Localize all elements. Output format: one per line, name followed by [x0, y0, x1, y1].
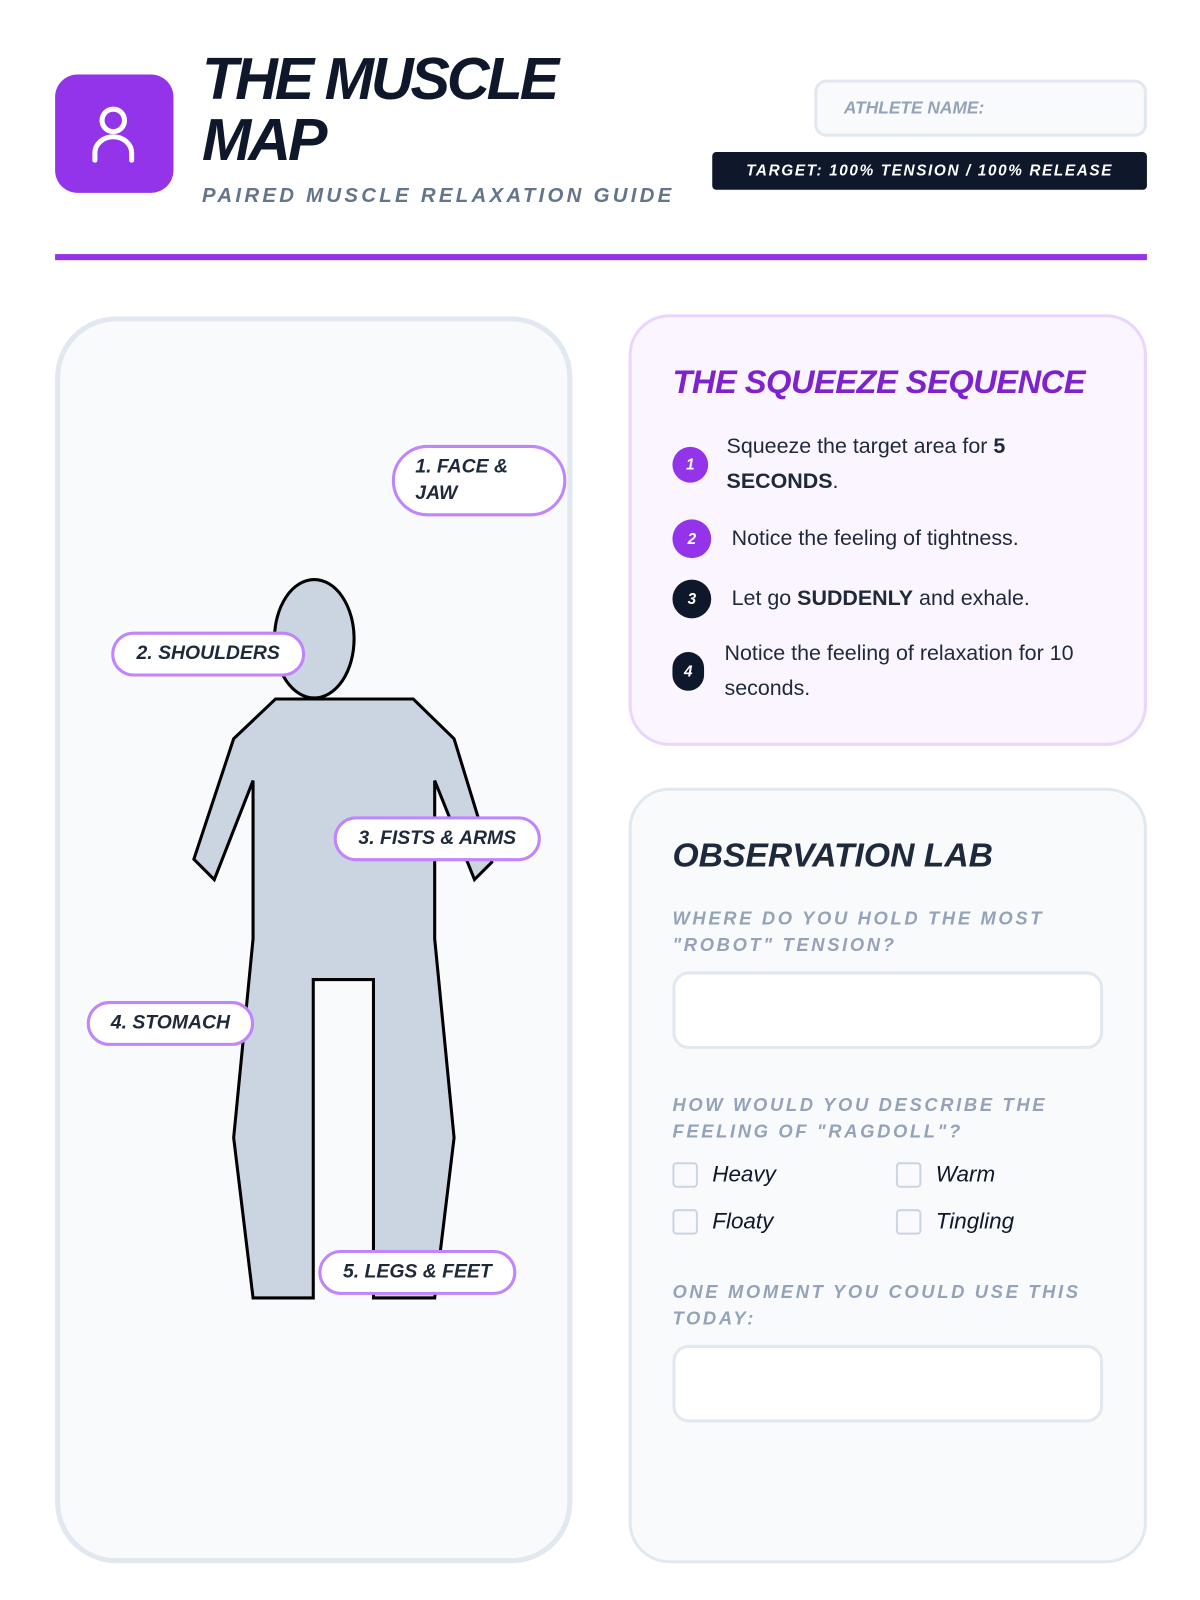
- step-3: 3 Let go SUDDENLY and exhale.: [672, 579, 1119, 619]
- question-moment-today: ONE MOMENT YOU COULD USE THIS TODAY:: [672, 1281, 1081, 1329]
- label-legs-feet[interactable]: 5. LEGS & FEET: [318, 1249, 517, 1295]
- checkbox-box[interactable]: [895, 1208, 922, 1235]
- step-number: 3: [672, 579, 712, 619]
- observation-title: OBSERVATION LAB: [672, 835, 993, 874]
- body-silhouette: [192, 697, 494, 1300]
- label-shoulders[interactable]: 2. SHOULDERS: [111, 631, 306, 677]
- person-icon: [92, 106, 135, 163]
- checkbox-label: Tingling: [935, 1208, 1015, 1234]
- squeeze-sequence-card: THE SQUEEZE SEQUENCE 1 Squeeze the targe…: [628, 314, 1147, 746]
- checkbox-label: Floaty: [712, 1208, 774, 1234]
- question-ragdoll-feeling: HOW WOULD YOU DESCRIBE THE FEELING OF "R…: [672, 1094, 1048, 1142]
- moment-today-input[interactable]: [672, 1344, 1104, 1423]
- label-fists-arms[interactable]: 3. FISTS & ARMS: [333, 816, 541, 862]
- page-title: THE MUSCLE MAP: [202, 45, 559, 174]
- step-4: 4 Notice the feeling of relaxation for 1…: [672, 637, 1112, 706]
- logo-badge: [55, 74, 174, 193]
- step-1: 1 Squeeze the target area for 5 SECONDS.: [672, 430, 1114, 499]
- step-number: 1: [672, 446, 709, 483]
- athlete-name-placeholder: ATHLETE NAME:: [843, 97, 985, 118]
- step-text: Let go SUDDENLY and exhale.: [731, 586, 1030, 611]
- label-stomach[interactable]: 4. STOMACH: [86, 1001, 255, 1046]
- checkbox-floaty[interactable]: Floaty: [672, 1208, 773, 1235]
- question-robot-tension: WHERE DO YOU HOLD THE MOST "ROBOT" TENSI…: [672, 908, 1045, 956]
- athlete-name-input[interactable]: ATHLETE NAME:: [814, 79, 1147, 137]
- checkbox-warm[interactable]: Warm: [895, 1161, 996, 1188]
- step-number: 2: [672, 519, 712, 559]
- squeeze-title: THE SQUEEZE SEQUENCE: [672, 363, 1085, 400]
- robot-tension-input[interactable]: [672, 971, 1104, 1049]
- step-number: 4: [672, 652, 705, 691]
- checkbox-label: Heavy: [712, 1161, 776, 1187]
- step-text: Notice the feeling of tightness.: [731, 526, 1019, 550]
- checkbox-box[interactable]: [895, 1161, 922, 1188]
- page-subtitle: PAIRED MUSCLE RELAXATION GUIDE: [202, 184, 675, 208]
- header-divider: [55, 254, 1147, 261]
- step-2: 2 Notice the feeling of tightness.: [672, 519, 1119, 559]
- checkbox-box[interactable]: [672, 1208, 698, 1235]
- label-face-jaw[interactable]: 1. FACE & JAW: [391, 444, 567, 517]
- observation-lab-card: OBSERVATION LAB WHERE DO YOU HOLD THE MO…: [628, 787, 1147, 1564]
- checkbox-heavy[interactable]: Heavy: [672, 1161, 776, 1188]
- checkbox-tingling[interactable]: Tingling: [895, 1208, 1015, 1235]
- checkbox-label: Warm: [935, 1161, 996, 1187]
- checkbox-box[interactable]: [672, 1161, 698, 1188]
- step-text: Notice the feeling of relaxation for 10 …: [724, 641, 1074, 700]
- target-badge: TARGET: 100% TENSION / 100% RELEASE: [712, 152, 1147, 190]
- step-text: Squeeze the target area for 5 SECONDS.: [726, 434, 1006, 493]
